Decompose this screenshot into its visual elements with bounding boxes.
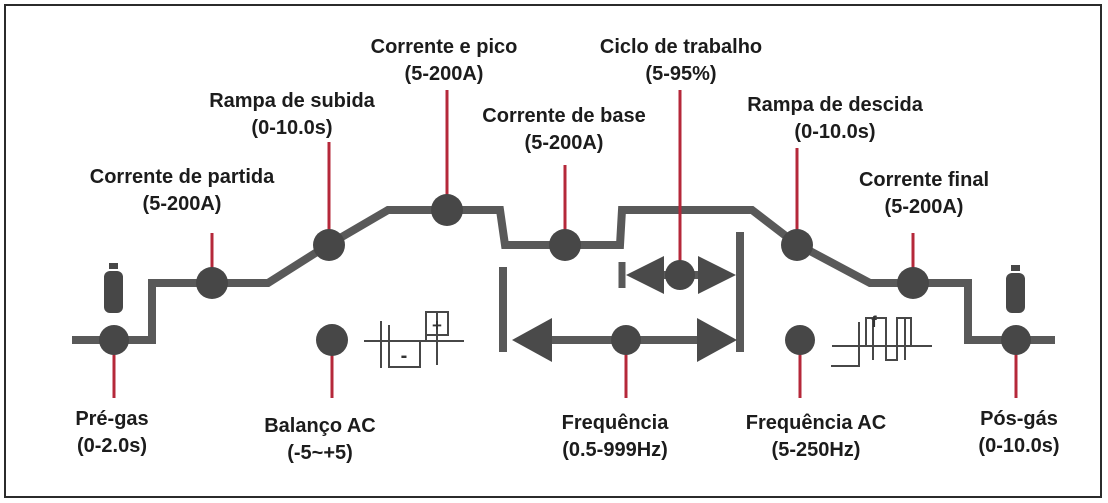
duty-cycle-name: Ciclo de trabalho <box>599 36 763 58</box>
pre-gas-label: Pré-gas (0-2.0s) <box>75 406 148 460</box>
post-gas-label: Pós-gás (0-10.0s) <box>978 406 1059 460</box>
up-slope-range: (0-10.0s) <box>251 117 333 139</box>
ac-balance-plus-sign: + <box>432 316 442 335</box>
ac-balance-node <box>316 324 348 356</box>
ac-frequency-f-sign: f <box>871 314 877 331</box>
peak-current-label: Corrente e pico (5-200A) <box>371 34 518 88</box>
peak-current-node <box>431 194 463 226</box>
frequency-arrow-left-head <box>512 318 552 362</box>
duty-arrow-left-head <box>626 256 664 294</box>
down-slope-range: (0-10.0s) <box>794 121 876 143</box>
ac-balance-range: (-5~+5) <box>287 442 353 464</box>
post-gas-range: (0-10.0s) <box>978 435 1060 457</box>
start-current-name: Corrente de partida <box>89 166 275 188</box>
ac-balance-minus-sign: - <box>401 345 408 367</box>
down-slope-name: Rampa de descida <box>747 94 923 116</box>
duty-cycle-node <box>665 260 695 290</box>
duty-cycle-range: (5-95%) <box>645 63 717 85</box>
base-current-range: (5-200A) <box>524 132 604 154</box>
start-current-node <box>196 267 228 299</box>
start-current-range: (5-200A) <box>142 193 222 215</box>
base-current-label: Corrente de base (5-200A) <box>482 103 645 157</box>
frequency-label: Frequência (0.5-999Hz) <box>562 410 669 464</box>
base-current-name: Corrente de base <box>482 105 646 127</box>
peak-current-name: Corrente e pico <box>370 36 518 58</box>
ac-frequency-graph-icon <box>831 317 932 367</box>
duty-cycle-label: Ciclo de trabalho (5-95%) <box>600 34 762 88</box>
final-current-label: Corrente final (5-200A) <box>859 167 989 221</box>
base-current-node <box>549 229 581 261</box>
ac-frequency-range: (5-250Hz) <box>771 439 861 461</box>
gas-cylinder-icon <box>1006 265 1025 313</box>
ac-frequency-node <box>785 325 815 355</box>
peak-current-range: (5-200A) <box>404 63 484 85</box>
up-slope-node <box>313 229 345 261</box>
down-slope-label: Rampa de descida (0-10.0s) <box>747 92 923 146</box>
pre-gas-name: Pré-gas <box>75 408 149 430</box>
ac-frequency-label: Frequência AC (5-250Hz) <box>746 410 886 464</box>
post-gas-name: Pós-gás <box>980 408 1058 430</box>
pre-gas-node <box>99 325 129 355</box>
up-slope-label: Rampa de subida (0-10.0s) <box>209 88 375 142</box>
frequency-arrow-right-head <box>697 318 737 362</box>
pre-gas-range: (0-2.0s) <box>76 435 148 457</box>
ac-balance-name: Balanço AC <box>264 415 376 437</box>
up-slope-name: Rampa de subida <box>209 90 375 112</box>
final-current-node <box>897 267 929 299</box>
down-slope-node <box>781 229 813 261</box>
gas-cylinder-icon <box>104 263 123 313</box>
ac-balance-label: Balanço AC (-5~+5) <box>264 413 376 467</box>
start-current-label: Corrente de partida (5-200A) <box>90 164 274 218</box>
frequency-range: (0.5-999Hz) <box>562 439 668 461</box>
post-gas-node <box>1001 325 1031 355</box>
final-current-name: Corrente final <box>858 169 990 191</box>
ac-balance-graph-icon <box>364 311 464 368</box>
frequency-node <box>611 325 641 355</box>
final-current-range: (5-200A) <box>884 196 964 218</box>
ac-frequency-name: Frequência AC <box>745 412 887 434</box>
duty-arrow-right-head <box>698 256 736 294</box>
frequency-name: Frequência <box>561 412 669 434</box>
